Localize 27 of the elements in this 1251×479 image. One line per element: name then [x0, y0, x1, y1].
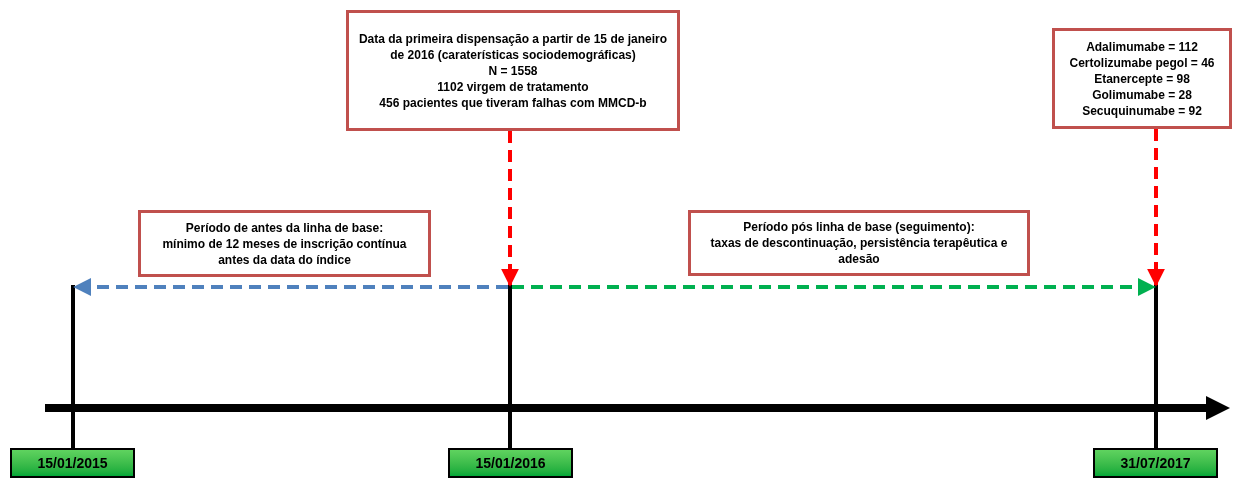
box-text: Período de antes da linha de base: [185, 219, 384, 236]
box-text: 1102 virgem de tratamento [437, 78, 589, 95]
date-box: 15/01/2015 [10, 448, 135, 478]
box-text: Golimumabe = 28 [1092, 86, 1192, 103]
date-box: 31/07/2017 [1093, 448, 1218, 478]
timeline-post [1154, 285, 1158, 448]
box-text: Secuquinumabe = 92 [1082, 102, 1202, 119]
info-box [346, 10, 680, 131]
dashed-arrow [73, 278, 508, 296]
box-text: Adalimumabe = 112 [1086, 38, 1198, 55]
box-text: Período pós linha de base (seguimento): [743, 219, 975, 235]
box-text: Data da primeira dispensação a partir de 15 de janeiro de 2016 (caraterísticas sociodemográficas) [357, 30, 669, 63]
date-box: 15/01/2016 [448, 448, 573, 478]
box-text: taxas de descontinuação, persistência terapêutica e adesão [709, 235, 1009, 267]
info-box [138, 210, 431, 277]
box-text: mínimo de 12 meses de inscrição contínua antes da data do índice [161, 235, 408, 268]
box-text: Etanercepte = 98 [1094, 70, 1190, 87]
box-text: N = 1558 [488, 62, 538, 79]
info-box [1052, 28, 1232, 129]
box-text: 456 pacientes que tiveram falhas com MMCD-b [379, 94, 647, 111]
box-text: Certolizumabe pegol = 46 [1069, 54, 1215, 71]
info-box [688, 210, 1030, 276]
dashed-arrow [512, 278, 1156, 296]
timeline-post [71, 285, 75, 448]
dashed-arrow [1147, 129, 1165, 287]
timeline-post [508, 285, 512, 448]
dashed-arrow [501, 131, 519, 287]
